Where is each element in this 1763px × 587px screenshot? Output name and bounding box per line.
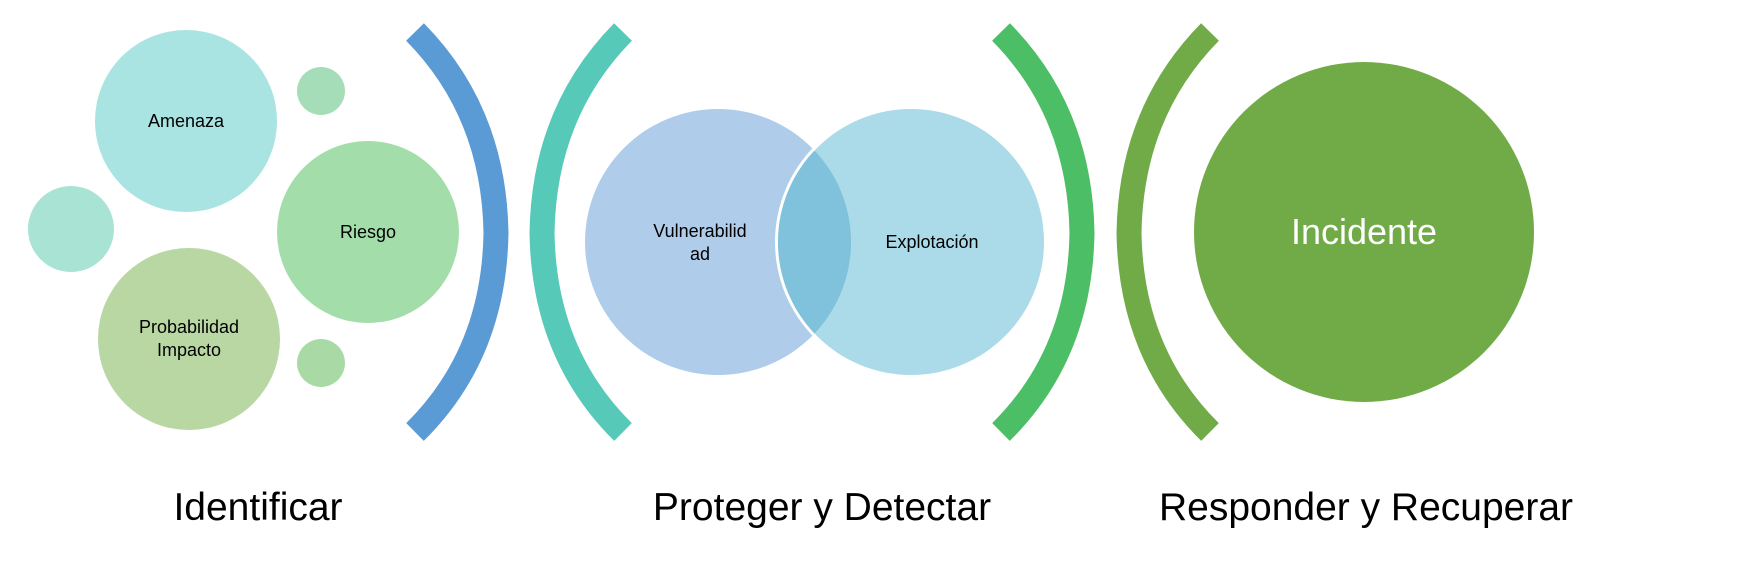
amenaza-circle <box>95 30 277 212</box>
bracket-identificar-close <box>406 23 509 441</box>
vulnerabilidad-label-line2: ad <box>690 244 710 264</box>
incidente-circle <box>1194 62 1534 402</box>
incidente-label: Incidente <box>1291 211 1437 252</box>
amenaza-label: Amenaza <box>148 111 225 131</box>
riesgo-label: Riesgo <box>340 222 396 242</box>
small-circle-left <box>28 186 114 272</box>
riesgo-circle <box>277 141 459 323</box>
stage-title-proteger: Proteger y Detectar <box>653 486 991 529</box>
explotacion-circle <box>778 109 1044 375</box>
vulnerabilidad-label-line1: Vulnerabilid <box>653 221 746 241</box>
probabilidad-label-line1: Probabilidad <box>139 317 239 337</box>
bracket-proteger-open <box>529 23 632 441</box>
small-circle-top <box>297 67 345 115</box>
stage-title-identificar: Identificar <box>173 486 342 529</box>
small-circle-bottom <box>297 339 345 387</box>
bracket-proteger-close <box>992 23 1095 441</box>
probabilidad-label-line2: Impacto <box>157 340 221 360</box>
explotacion-label: Explotación <box>885 232 978 252</box>
probabilidad-circle <box>98 248 280 430</box>
vulnerabilidad-circle <box>585 109 851 375</box>
stage-title-responder: Responder y Recuperar <box>1159 486 1573 529</box>
bracket-responder-open <box>1116 23 1219 441</box>
